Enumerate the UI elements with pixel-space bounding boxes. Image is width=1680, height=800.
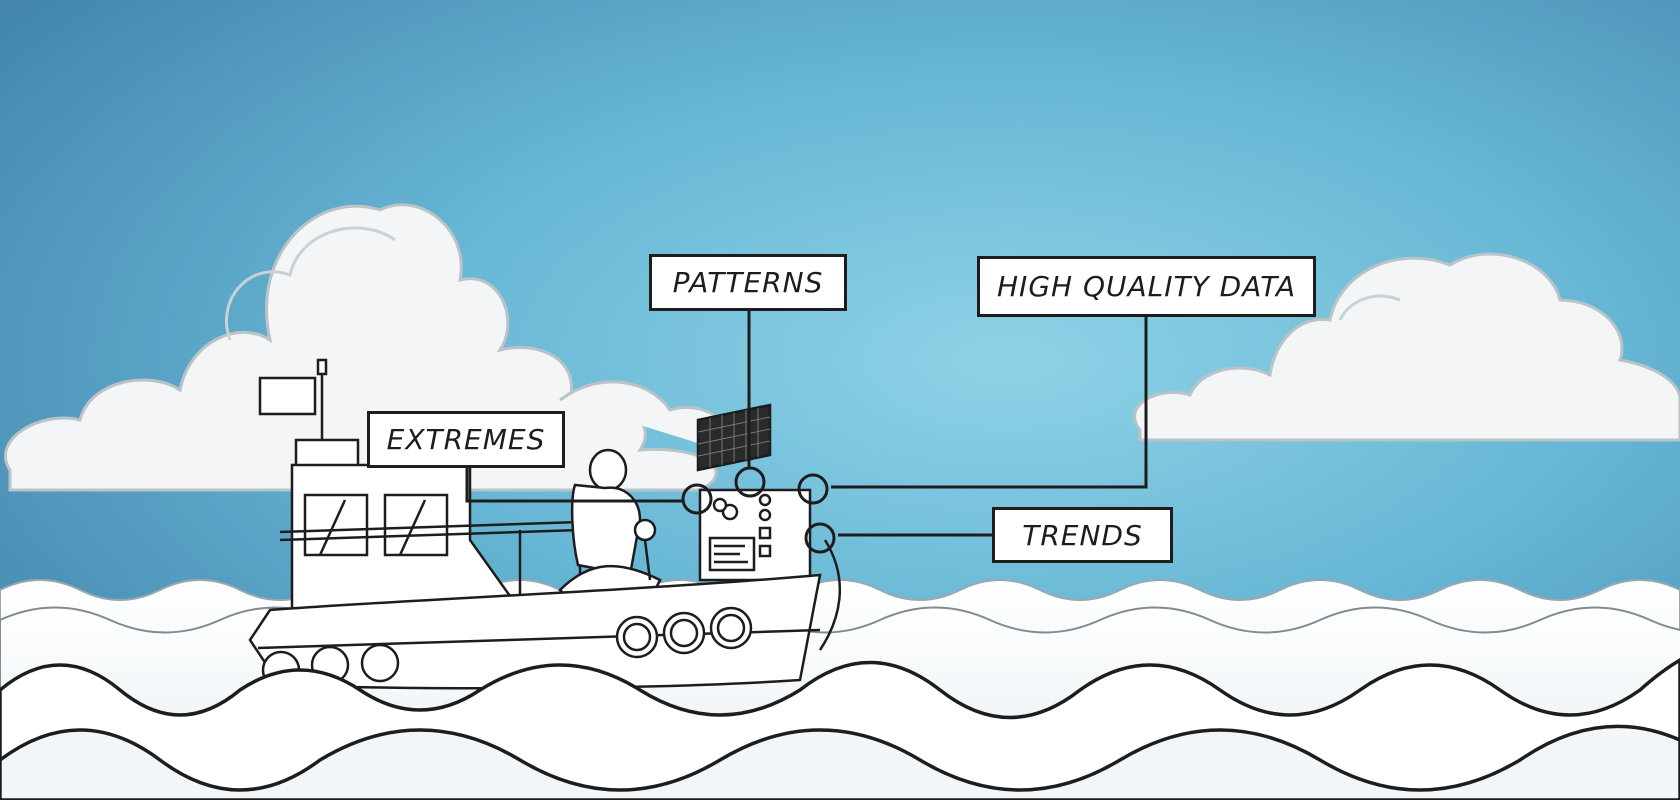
foreground-waves (0, 660, 1680, 800)
label-extremes: EXTREMES (367, 411, 565, 468)
label-patterns: PATTERNS (649, 254, 847, 311)
label-trends: TRENDS (992, 507, 1173, 563)
label-high-quality-data: HIGH QUALITY DATA (977, 256, 1316, 317)
